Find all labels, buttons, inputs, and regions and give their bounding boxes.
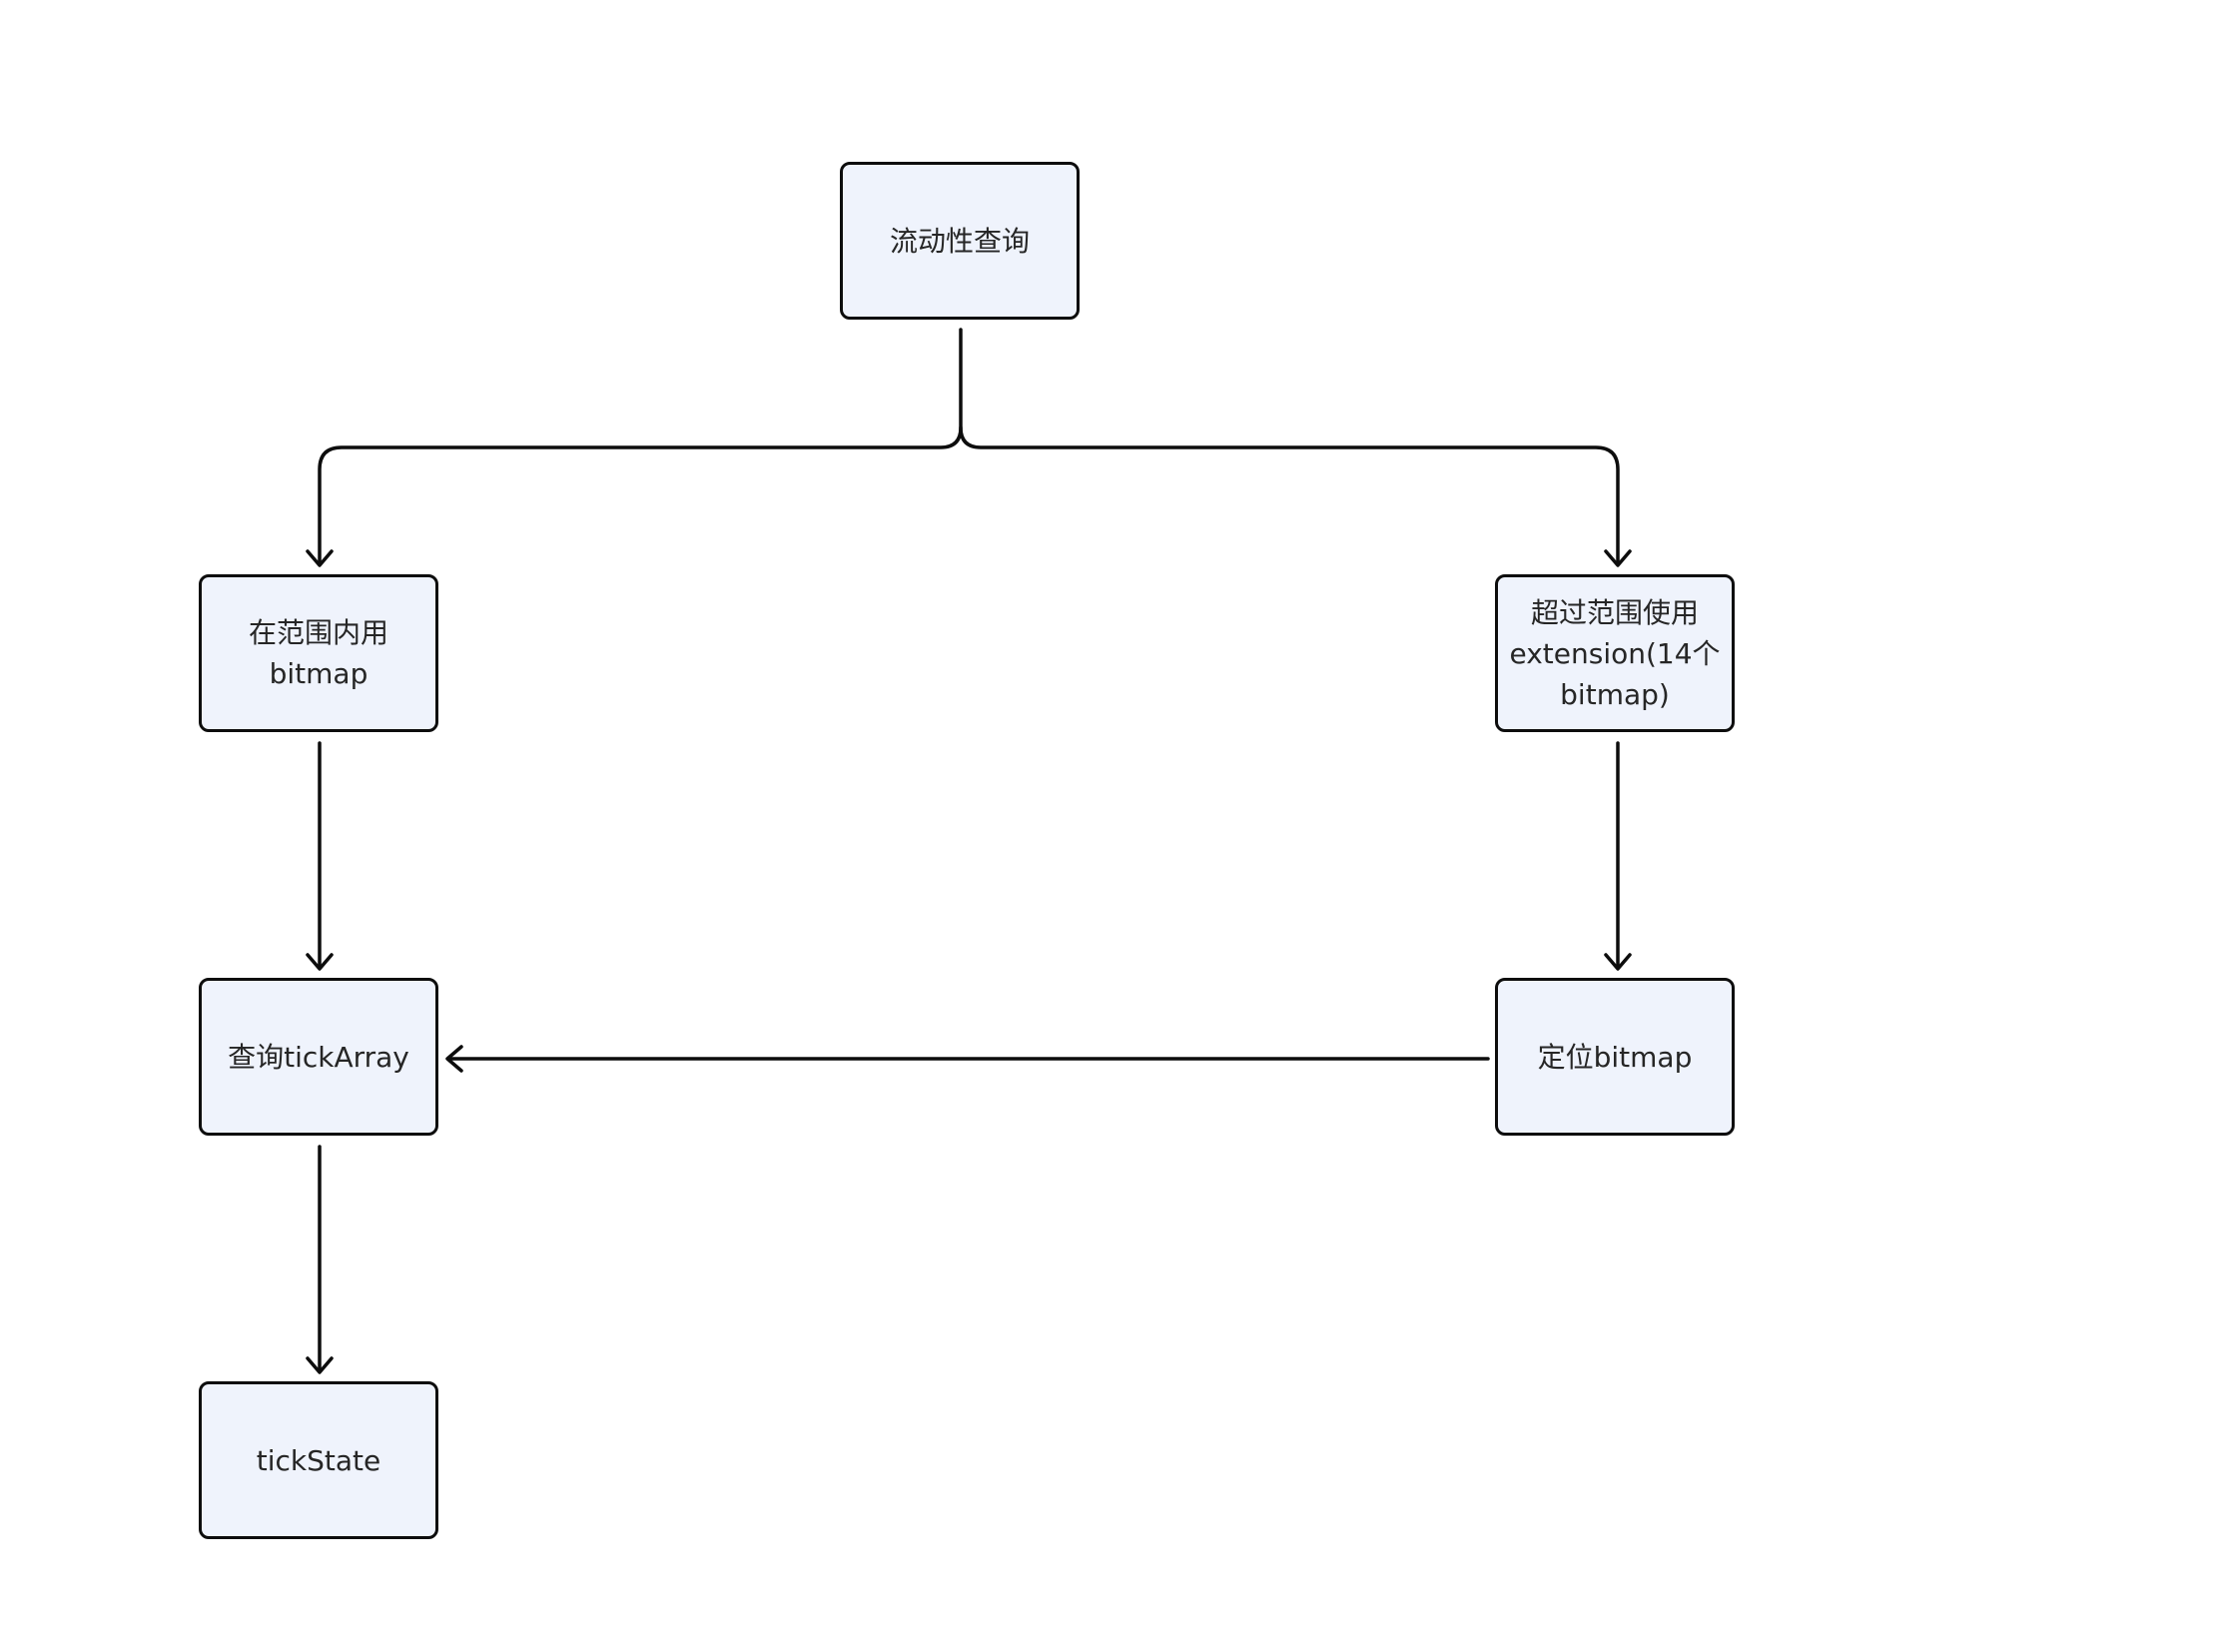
arrowhead-locate-bitmap bbox=[1604, 953, 1632, 971]
node-label: 查询tickArray bbox=[228, 1040, 409, 1074]
node-label: 在范围内用 bitmap bbox=[248, 616, 388, 690]
arrowhead-tickstate bbox=[306, 1356, 334, 1374]
connector-query-to-out-range bbox=[959, 425, 1620, 565]
node-in-range-bitmap: 在范围内用 bitmap bbox=[199, 574, 438, 732]
arrowhead-tickarray-side bbox=[445, 1045, 463, 1073]
arrowhead-tickarray-top bbox=[306, 953, 334, 971]
node-tickstate: tickState bbox=[199, 1381, 438, 1539]
node-query-tickarray: 查询tickArray bbox=[199, 978, 438, 1136]
node-out-range-extension: 超过范围使用 extension(14个 bitmap) bbox=[1495, 574, 1735, 732]
node-label: tickState bbox=[256, 1443, 381, 1477]
arrowhead-out-range bbox=[1604, 549, 1632, 567]
node-label: 流动性查询 bbox=[889, 224, 1030, 258]
node-label: 定位bitmap bbox=[1537, 1040, 1693, 1074]
node-label: 超过范围使用 extension(14个 bitmap) bbox=[1509, 595, 1721, 711]
connector-query-to-in-range bbox=[318, 328, 963, 565]
arrowhead-in-range bbox=[306, 549, 334, 567]
node-locate-bitmap: 定位bitmap bbox=[1495, 978, 1735, 1136]
node-liquidity-query: 流动性查询 bbox=[840, 162, 1080, 320]
